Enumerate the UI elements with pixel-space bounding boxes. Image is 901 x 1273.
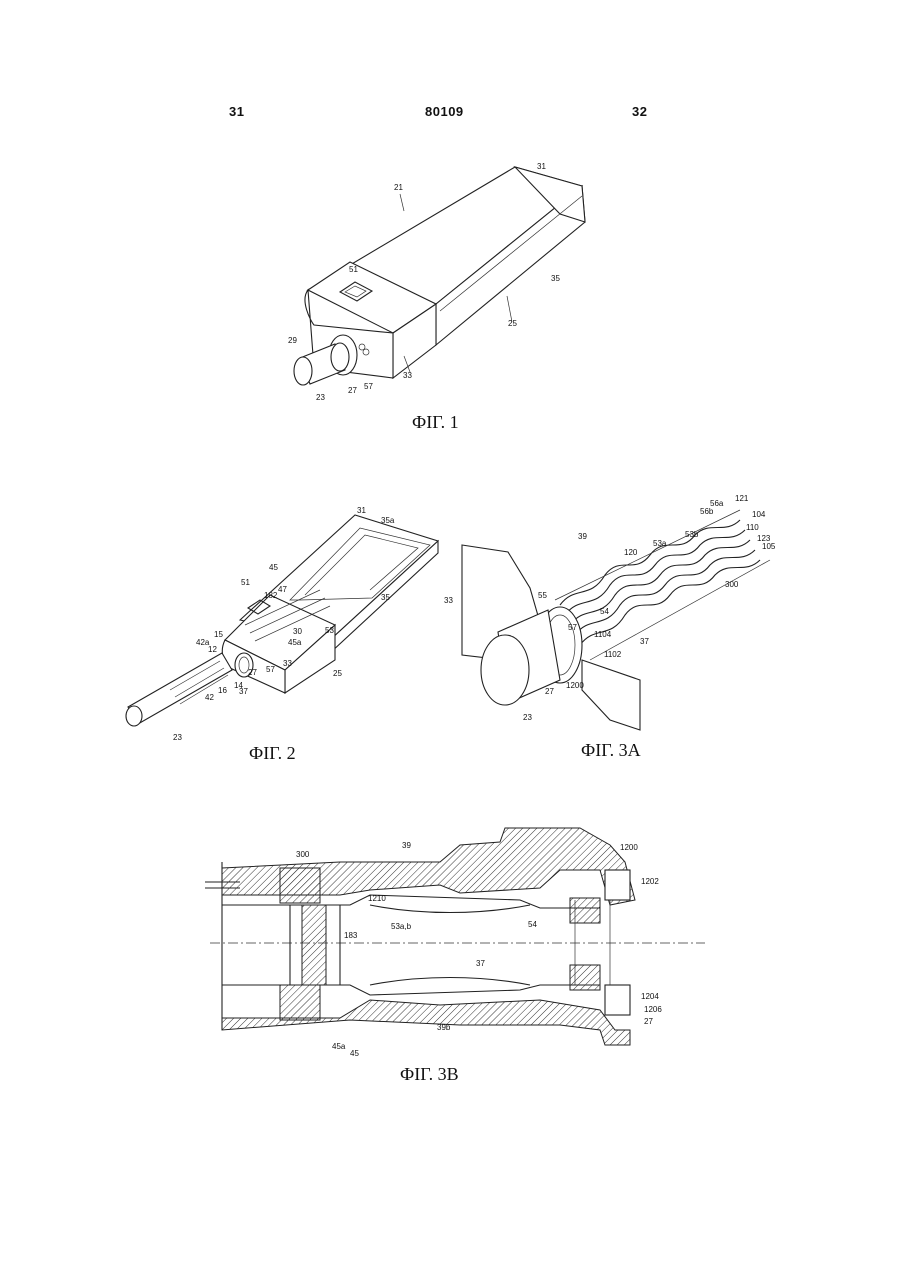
- fig3b-label: 1202: [641, 877, 659, 886]
- fig2-label: 51: [241, 578, 250, 587]
- fig3b-label: 39b: [437, 1023, 451, 1032]
- figure-2-caption: ФIГ. 2: [249, 743, 296, 764]
- fig2-label: 30: [293, 627, 302, 636]
- fig3a-label: 110: [746, 523, 759, 532]
- fig3a-label: 54: [600, 607, 609, 616]
- fig3b-label: 1200: [620, 843, 638, 852]
- fig2-label: 42: [205, 693, 214, 702]
- fig3a-label: 105: [762, 542, 776, 551]
- fig2-label: 37: [239, 687, 248, 696]
- fig2-label: 25: [333, 669, 342, 678]
- fig3a-label: 300: [725, 580, 739, 589]
- fig2-label: 53: [325, 626, 334, 635]
- fig1-label: 35: [551, 274, 560, 283]
- figure-3b-caption: ФIГ. 3B: [400, 1064, 459, 1085]
- fig3b-label: 45: [350, 1049, 359, 1058]
- fig3b-label: 45a: [332, 1042, 346, 1051]
- fig1-label: 31: [537, 162, 546, 171]
- fig3b-label: 39: [402, 841, 411, 850]
- fig2-label: 35: [381, 593, 390, 602]
- fig3b-label: 54: [528, 920, 537, 929]
- fig1-label: 51: [349, 265, 358, 274]
- fig3a-label: 104: [752, 510, 766, 519]
- figure-2-drawing: 31 35a 45 35 51 182 47 30 45a 53 42a 15 …: [126, 506, 438, 742]
- fig3a-label: 55: [538, 591, 547, 600]
- fig3a-label: 33: [444, 596, 453, 605]
- fig3a-label: 56b: [700, 507, 714, 516]
- fig2-label: 35a: [381, 516, 395, 525]
- fig3b-label: 53a,b: [391, 922, 412, 931]
- fig2-label: 57: [266, 665, 275, 674]
- figure-3b-drawing: 300 39 1200 1202 1210 53a,b 54 183 37 12…: [205, 828, 705, 1058]
- figure-1-caption: ФIГ. 1: [412, 412, 459, 433]
- fig3b-label: 1204: [641, 992, 659, 1001]
- fig3b-label: 27: [644, 1017, 653, 1026]
- fig1-label: 57: [364, 382, 373, 391]
- fig2-label: 31: [357, 506, 366, 515]
- fig2-label: 182: [264, 591, 278, 600]
- fig3b-label: 37: [476, 959, 485, 968]
- fig2-label: 33: [283, 659, 292, 668]
- figure-1-drawing: 31 21 51 35 25 29 33 23 27 57: [288, 162, 585, 402]
- figure-3a-drawing: 56a 121 39 56b 104 53a 53b 110 120 123 1…: [444, 494, 776, 730]
- fig2-label: 27: [248, 668, 257, 677]
- fig3a-label: 121: [735, 494, 749, 503]
- fig3a-label: 53b: [685, 530, 699, 539]
- fig3b-label: 1210: [368, 894, 386, 903]
- fig1-label: 21: [394, 183, 403, 192]
- fig2-label: 15: [214, 630, 223, 639]
- fig3a-label: 120: [624, 548, 638, 557]
- fig1-label: 23: [316, 393, 325, 402]
- fig2-label: 45: [269, 563, 278, 572]
- fig3a-label: 39: [578, 532, 587, 541]
- fig3a-label: 1200: [566, 681, 584, 690]
- fig2-label: 47: [278, 585, 287, 594]
- fig3b-label: 183: [344, 931, 358, 940]
- fig3a-label: 27: [545, 687, 554, 696]
- fig2-label: 12: [208, 645, 217, 654]
- fig1-label: 27: [348, 386, 357, 395]
- fig3a-label: 1104: [594, 630, 612, 639]
- fig3a-label: 1102: [604, 650, 622, 659]
- fig2-label: 45a: [288, 638, 302, 647]
- fig1-label: 25: [508, 319, 517, 328]
- figure-3a-caption: ФIГ. 3A: [581, 740, 641, 761]
- fig2-label: 23: [173, 733, 182, 742]
- fig3a-label: 57: [568, 623, 577, 632]
- fig2-label: 16: [218, 686, 227, 695]
- fig3b-label: 300: [296, 850, 310, 859]
- fig1-label: 29: [288, 336, 297, 345]
- fig3a-label: 23: [523, 713, 532, 722]
- fig3a-label: 53a: [653, 539, 667, 548]
- fig1-label: 33: [403, 371, 412, 380]
- fig3b-label: 1206: [644, 1005, 662, 1014]
- fig3a-label: 37: [640, 637, 649, 646]
